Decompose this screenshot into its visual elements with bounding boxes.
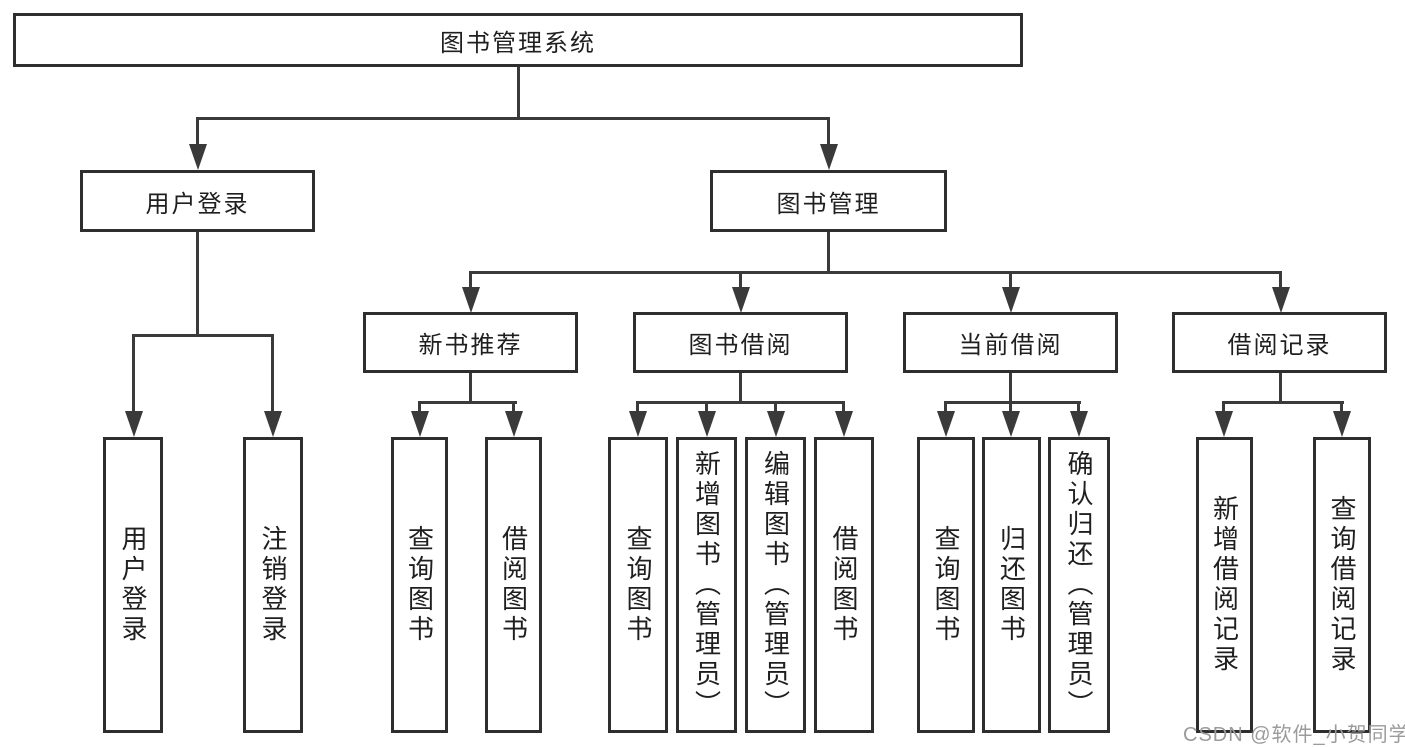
arrowhead-down-icon bbox=[411, 411, 429, 437]
connector-vline bbox=[827, 232, 830, 274]
arrowhead-down-icon bbox=[629, 411, 647, 437]
arrowhead-down-icon bbox=[189, 144, 207, 170]
leaf-add-book-admin: 新增图书（管理员） bbox=[676, 437, 737, 733]
leaf-label: 确认归还（管理员） bbox=[1064, 450, 1094, 720]
connector-vline bbox=[705, 401, 708, 415]
node-label: 借阅记录 bbox=[1227, 332, 1332, 359]
arrowhead-down-icon bbox=[1070, 411, 1088, 437]
leaf-label: 归还图书 bbox=[996, 525, 1027, 645]
connector-vline bbox=[1222, 401, 1225, 415]
leaf-label: 注销登录 bbox=[258, 525, 288, 645]
leaf-query-books-borrow: 查询图书 bbox=[608, 437, 668, 733]
connector-vline bbox=[132, 334, 135, 415]
leaf-query-borrow-record: 查询借阅记录 bbox=[1313, 437, 1371, 733]
connector-vline bbox=[739, 373, 742, 404]
leaf-label: 查询借阅记录 bbox=[1327, 495, 1357, 675]
connector-vline bbox=[469, 373, 472, 404]
leaf-label: 查询图书 bbox=[931, 525, 961, 645]
leaf-edit-book-admin: 编辑图书（管理员） bbox=[745, 437, 806, 733]
node-label: 当前借阅 bbox=[958, 332, 1063, 359]
node-library-management-system: 图书管理系统 bbox=[13, 13, 1023, 67]
arrowhead-down-icon bbox=[1002, 287, 1020, 313]
arrowhead-down-icon bbox=[698, 411, 716, 437]
leaf-label: 查询图书 bbox=[623, 525, 653, 645]
arrowhead-down-icon bbox=[835, 411, 853, 437]
connector-vline bbox=[469, 271, 472, 293]
connector-hline bbox=[469, 271, 1282, 274]
arrowhead-down-icon bbox=[125, 411, 143, 437]
connector-hline bbox=[944, 401, 1081, 404]
leaf-label: 编辑图书（管理员） bbox=[760, 450, 791, 720]
arrowhead-down-icon bbox=[732, 287, 750, 313]
connector-hline bbox=[418, 401, 517, 404]
arrowhead-down-icon bbox=[462, 287, 480, 313]
arrowhead-down-icon bbox=[264, 411, 282, 437]
arrowhead-down-icon bbox=[820, 144, 838, 170]
node-book-borrowing: 图书借阅 bbox=[633, 312, 848, 373]
connector-vline bbox=[944, 401, 947, 415]
node-borrowing-records: 借阅记录 bbox=[1172, 312, 1387, 373]
leaf-label: 用户登录 bbox=[118, 525, 148, 645]
connector-vline bbox=[1279, 373, 1282, 404]
node-label: 图书借阅 bbox=[688, 332, 793, 359]
leaf-borrow-books: 借阅图书 bbox=[814, 437, 874, 733]
leaf-add-borrow-record: 新增借阅记录 bbox=[1196, 437, 1253, 733]
connector-vline bbox=[1077, 401, 1080, 415]
node-label: 图书管理系统 bbox=[440, 29, 596, 57]
leaf-user-login: 用户登录 bbox=[103, 437, 163, 733]
connector-vline bbox=[636, 401, 639, 415]
connector-vline bbox=[517, 65, 520, 119]
connector-vline bbox=[512, 401, 515, 415]
leaf-label: 查询图书 bbox=[404, 525, 435, 645]
connector-hline bbox=[636, 401, 845, 404]
node-current-borrowing: 当前借阅 bbox=[903, 312, 1118, 373]
connector-vline bbox=[196, 117, 199, 149]
node-user-login: 用户登录 bbox=[80, 170, 315, 232]
leaf-query-books-recommend: 查询图书 bbox=[391, 437, 448, 733]
arrowhead-down-icon bbox=[1002, 411, 1020, 437]
node-label: 新书推荐 bbox=[418, 332, 523, 359]
connector-vline bbox=[774, 401, 777, 415]
connector-vline bbox=[842, 401, 845, 415]
leaf-logout: 注销登录 bbox=[243, 437, 303, 733]
connector-hline bbox=[1222, 401, 1344, 404]
connector-vline bbox=[1009, 271, 1012, 293]
node-new-book-recommendation: 新书推荐 bbox=[363, 312, 578, 373]
leaf-return-books: 归还图书 bbox=[982, 437, 1041, 733]
node-book-management: 图书管理 bbox=[710, 170, 947, 232]
leaf-label: 借阅图书 bbox=[829, 525, 859, 645]
connector-vline bbox=[1009, 373, 1012, 404]
connector-vline bbox=[418, 401, 421, 415]
connector-vline bbox=[196, 232, 199, 337]
connector-vline bbox=[1340, 401, 1343, 415]
leaf-query-books-current: 查询图书 bbox=[917, 437, 975, 733]
leaf-label: 借阅图书 bbox=[498, 525, 529, 645]
leaf-label: 新增借阅记录 bbox=[1209, 495, 1240, 675]
arrowhead-down-icon bbox=[1333, 411, 1351, 437]
arrowhead-down-icon bbox=[767, 411, 785, 437]
connector-hline bbox=[132, 334, 274, 337]
connector-vline bbox=[827, 117, 830, 149]
arrowhead-down-icon bbox=[505, 411, 523, 437]
connector-hline bbox=[196, 117, 830, 120]
connector-vline bbox=[271, 334, 274, 415]
arrowhead-down-icon bbox=[1272, 287, 1290, 313]
node-label: 用户登录 bbox=[145, 190, 250, 218]
node-label: 图书管理 bbox=[776, 190, 881, 218]
connector-vline bbox=[739, 271, 742, 293]
leaf-label: 新增图书（管理员） bbox=[691, 450, 722, 720]
connector-vline bbox=[1279, 271, 1282, 293]
arrowhead-down-icon bbox=[1215, 411, 1233, 437]
arrowhead-down-icon bbox=[937, 411, 955, 437]
leaf-borrow-books-recommend: 借阅图书 bbox=[485, 437, 542, 733]
csdn-watermark: CSDN @软件_小贺同学 bbox=[1183, 724, 1405, 746]
connector-vline bbox=[1009, 401, 1012, 415]
leaf-confirm-return-admin: 确认归还（管理员） bbox=[1048, 437, 1110, 733]
